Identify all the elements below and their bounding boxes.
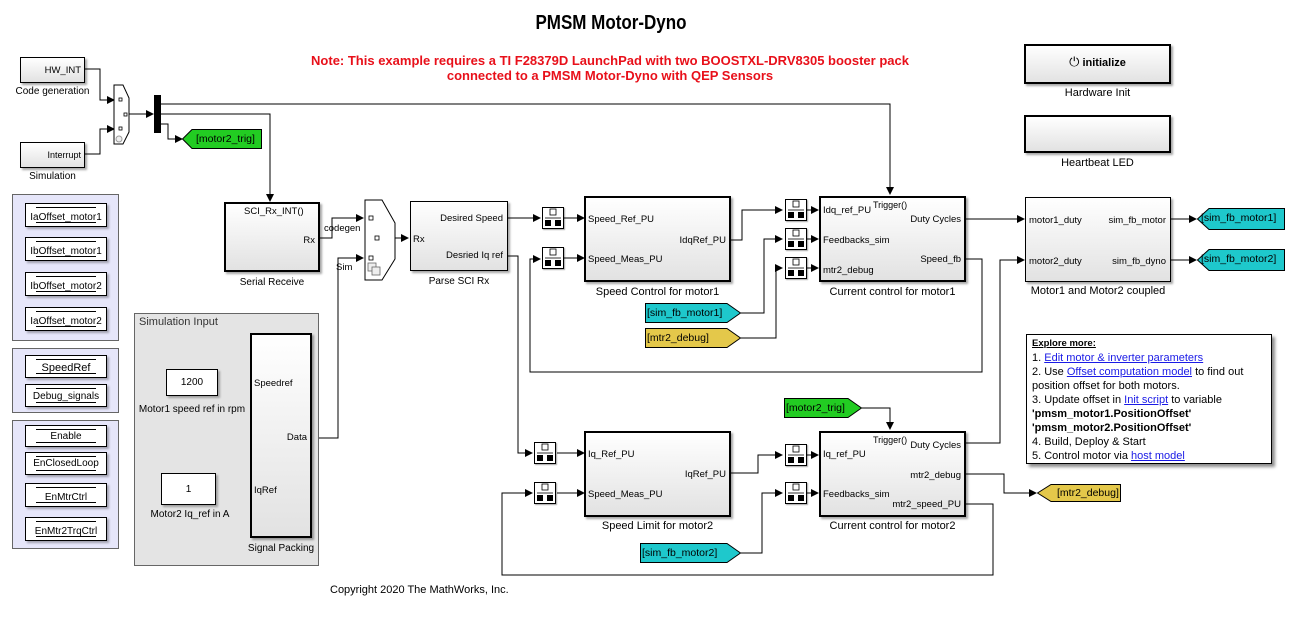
init-script-link[interactable]: Init script: [1124, 394, 1169, 406]
motor-coupled-block[interactable]: motor1_duty motor2_duty sim_fb_motor sim…: [1025, 197, 1171, 282]
rate-transition[interactable]: [785, 228, 807, 250]
speed-control-motor1-block[interactable]: Speed_Ref_PU Speed_Meas_PU IdqRef_PU: [584, 196, 731, 282]
rate-transition-icon: [537, 443, 553, 461]
rate-transition[interactable]: [542, 247, 564, 269]
speed-limit-motor2-block[interactable]: Iq_Ref_PU Speed_Meas_PU IqRef_PU: [584, 431, 731, 517]
codegen-label: codegen: [324, 223, 361, 234]
serial-receive-block[interactable]: SCI_Rx_INT() Rx: [224, 202, 320, 272]
model-title: PMSM Motor-Dyno: [535, 12, 687, 34]
hw-int-label: Code generation: [15, 86, 90, 97]
rate-transition-icon: [788, 229, 804, 247]
hardware-note: Note: This example requires a TI F28379D…: [311, 53, 909, 83]
current-control-motor2-block[interactable]: Trigger() Iq_ref_PU Feedbacks_sim Duty C…: [819, 431, 966, 517]
rate-transition[interactable]: [785, 199, 807, 221]
hardware-init-block[interactable]: ⏻ initialize: [1024, 44, 1171, 84]
explore-more-annotation: Explore more: 1. Edit motor & inverter p…: [1026, 334, 1272, 464]
demux-bar[interactable]: [154, 95, 161, 133]
wire-demux-trigger1: [160, 103, 894, 195]
edit-parameters-link[interactable]: Edit motor & inverter parameters: [1044, 352, 1204, 364]
motor-coupled-label: Motor1 and Motor2 coupled: [1030, 285, 1166, 297]
rate-transition-icon: [545, 248, 561, 266]
heartbeat-led-block[interactable]: [1024, 115, 1171, 153]
from-mtr2-debug[interactable]: [mtr2_debug]: [645, 328, 741, 348]
copyright-text: Copyright 2020 The MathWorks, Inc.: [330, 584, 509, 596]
variant-switch-source[interactable]: [364, 199, 396, 281]
rate-transition-icon: [545, 208, 561, 226]
parse-sci-rx-label: Parse SCI Rx: [428, 276, 490, 287]
datastore-enable[interactable]: Enable: [25, 425, 107, 447]
goto-motor2-trig[interactable]: [motor2_trig]: [182, 129, 262, 149]
constant-iq-ref[interactable]: 1: [161, 473, 216, 505]
rate-transition[interactable]: [785, 444, 807, 466]
datastore-enmtrctrl[interactable]: EnMtrCtrl: [25, 483, 107, 507]
current-control-motor1-block[interactable]: Trigger() Idq_ref_PU Feedbacks_sim mtr2_…: [819, 196, 966, 282]
parse-sci-rx-block[interactable]: Rx Desired Speed Desried Iq ref: [410, 201, 508, 271]
wire-duty2: [965, 256, 1025, 444]
speed-control-motor1-label: Speed Control for motor1: [595, 286, 720, 298]
wire-speedfb-loop: [529, 255, 983, 373]
sim-label: Sim: [336, 262, 353, 273]
interrupt-block[interactable]: Interrupt: [20, 142, 85, 168]
speed-limit-motor2-label: Speed Limit for motor2: [601, 520, 714, 532]
datastore-iaoffset-motor1[interactable]: IaOffset_motor1: [25, 203, 107, 227]
host-model-link[interactable]: host model: [1131, 450, 1185, 462]
heartbeat-led-label: Heartbeat LED: [1061, 157, 1134, 169]
datastore-iboffset-motor1[interactable]: IbOffset_motor1: [25, 237, 107, 261]
datastore-iboffset-motor2[interactable]: IbOffset_motor2: [25, 272, 107, 296]
rate-transition[interactable]: [542, 207, 564, 229]
offset-computation-link[interactable]: Offset computation model: [1066, 366, 1193, 378]
wire-hwint: [85, 68, 115, 104]
current-control-motor1-label: Current control for motor1: [829, 286, 956, 298]
rate-transition-icon: [788, 258, 804, 276]
goto-sim-fb-motor1[interactable]: [sim_fb_motor1]: [1197, 208, 1285, 230]
from-sim-fb-motor2[interactable]: [sim_fb_motor2]: [640, 543, 741, 563]
datastore-speedref[interactable]: SpeedRef: [25, 355, 107, 378]
from-motor2-trig[interactable]: [motor2_trig]: [784, 398, 862, 418]
wire-demux-sci: [160, 113, 274, 202]
rate-transition-icon: [788, 200, 804, 218]
goto-mtr2-debug[interactable]: [mtr2_debug]: [1037, 484, 1121, 504]
wire-mtr2-speed-loop: [501, 489, 994, 576]
serial-receive-label: Serial Receive: [239, 277, 305, 288]
signal-packing-label: Signal Packing: [247, 543, 315, 554]
datastore-iaoffset-motor2[interactable]: IaOffset_motor2: [25, 307, 107, 331]
rate-transition-icon: [788, 445, 804, 463]
rate-transition-icon: [788, 483, 804, 501]
wire-demux-trig2: [160, 123, 183, 143]
wire-rx-codegen: [319, 214, 364, 239]
hw-int-block[interactable]: HW_INT: [20, 57, 85, 83]
wire-desired-iq: [507, 255, 533, 457]
wire-data-sim: [311, 254, 364, 439]
rate-transition[interactable]: [534, 442, 556, 464]
power-icon: ⏻: [1069, 54, 1080, 69]
constant-speed-ref[interactable]: 1200: [166, 369, 218, 396]
datastore-enmtr2trqctrl[interactable]: EnMtr2TrqCtrl: [25, 517, 107, 541]
current-control-motor2-label: Current control for motor2: [829, 520, 956, 532]
rate-transition[interactable]: [534, 482, 556, 504]
from-sim-fb-motor1[interactable]: [sim_fb_motor1]: [645, 303, 741, 323]
datastore-debug-signals[interactable]: Debug_signals: [25, 384, 107, 407]
datastore-enclosedloop[interactable]: EnClosedLoop: [25, 452, 107, 475]
rate-transition[interactable]: [785, 482, 807, 504]
goto-sim-fb-motor2[interactable]: [sim_fb_motor2]: [1197, 249, 1285, 271]
constant-iq-ref-label: Motor2 Iq_ref in A: [150, 509, 230, 520]
rate-transition-icon: [537, 483, 553, 501]
hardware-init-label: Hardware Init: [1064, 87, 1131, 99]
variant-switch-trigger[interactable]: [113, 84, 131, 146]
wire-interrupt: [85, 125, 115, 155]
constant-speed-ref-label: Motor1 speed ref in rpm: [138, 404, 246, 415]
rate-transition[interactable]: [785, 257, 807, 279]
signal-packing-block[interactable]: Speedref IqRef Data: [250, 333, 312, 538]
interrupt-label: Simulation: [29, 171, 76, 182]
